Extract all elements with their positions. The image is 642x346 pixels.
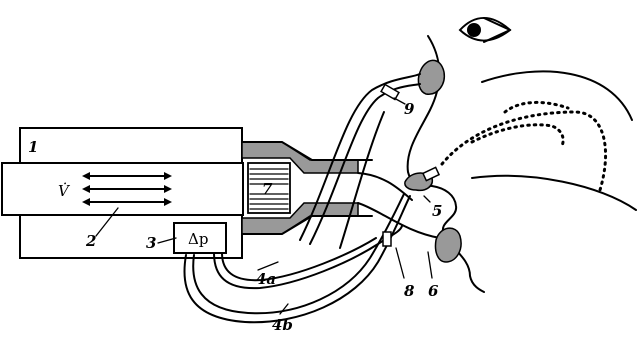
connector-8 [382,231,392,247]
leader-lines [95,97,433,315]
eye-icon [458,17,512,43]
label-5: 5 [432,202,442,220]
label-9: 9 [404,100,415,118]
label-6: 6 [428,282,439,300]
filter-7 [247,162,291,214]
label-4a: 4a [256,270,276,288]
tongue-outline [440,100,607,192]
tube-4b [183,193,411,324]
tube-9 [299,73,421,249]
adapter-housing [241,141,373,235]
flow-arrows [82,172,172,206]
nose-sensor [417,59,446,95]
label-3: 3 [146,234,156,252]
label-8: 8 [404,282,415,300]
label-4b: 4b [272,316,293,334]
chin-sensor [434,227,462,263]
label-7: 7 [262,180,273,198]
delta-p-label: Δp [188,230,208,248]
face-profile [406,35,637,293]
connector-9 [380,83,400,101]
label-unit-1: 1 [28,138,38,156]
label-2: 2 [85,232,96,250]
lip-tube [421,166,441,182]
flow-rate-symbol: V̇ [58,182,71,200]
